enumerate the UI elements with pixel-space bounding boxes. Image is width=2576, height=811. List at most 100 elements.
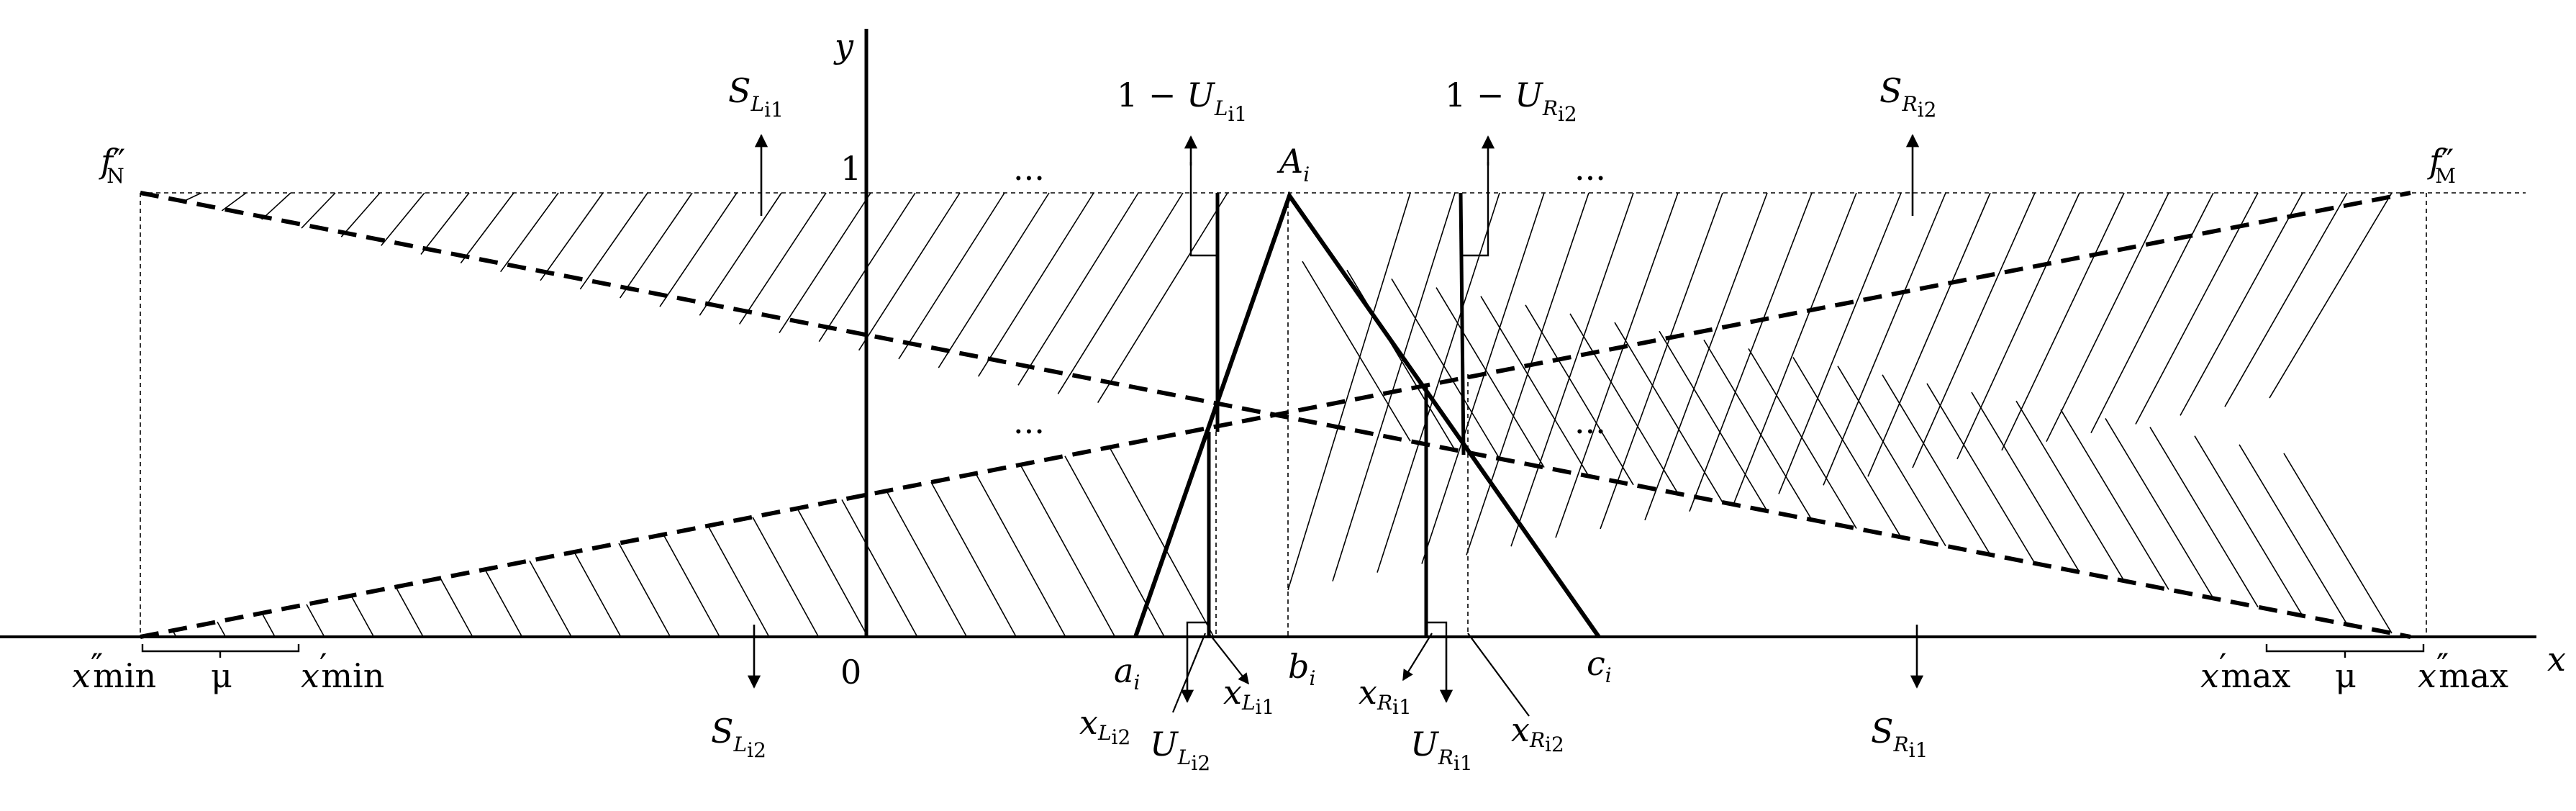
hatch-stroke bbox=[1436, 287, 1545, 468]
label-fM: f″M bbox=[2427, 142, 2456, 188]
hatch-stroke bbox=[261, 612, 276, 638]
hatch-stroke bbox=[500, 192, 559, 273]
hatch-stroke bbox=[1926, 383, 2036, 564]
y-axis-label: y bbox=[833, 27, 854, 65]
hatch-stroke bbox=[340, 192, 381, 237]
hatch-stroke bbox=[306, 604, 325, 638]
bracket-UR-top bbox=[1462, 162, 1489, 257]
hatch-stroke bbox=[2135, 192, 2259, 425]
hatch-stroke bbox=[1792, 357, 1902, 538]
hatch-stroke bbox=[1057, 192, 1184, 394]
label-one-minus-UL-i1: 1 − ULi1 bbox=[1117, 76, 1247, 126]
hatch-stroke bbox=[1287, 192, 1411, 591]
hatch-stroke bbox=[707, 525, 770, 638]
ellipsis-mid-right: ... bbox=[1574, 402, 1606, 441]
hatch-stroke bbox=[1332, 192, 1456, 581]
label-xmin-single: x′min bbox=[301, 646, 384, 695]
hatch-stroke bbox=[540, 192, 604, 281]
hatch-stroke bbox=[1302, 260, 1411, 442]
hatch-stroke bbox=[460, 192, 514, 264]
label-SR-i2: SRi2 bbox=[1879, 71, 1936, 122]
hatch-stroke bbox=[1837, 366, 1946, 547]
brace-mu-left bbox=[141, 644, 300, 658]
hatch-stroke bbox=[2239, 444, 2348, 625]
hatch-region-left bbox=[172, 192, 1228, 638]
hatch-stroke bbox=[2001, 192, 2125, 451]
label-xR-i1: xRi1 bbox=[1359, 673, 1412, 719]
label-mu-left: μ bbox=[211, 656, 232, 695]
hatch-stroke bbox=[663, 534, 720, 638]
hatch-stroke bbox=[1555, 192, 1679, 538]
label-Ai: Ai bbox=[1276, 142, 1310, 186]
hatch-stroke bbox=[1600, 192, 1723, 530]
hatch-stroke bbox=[1480, 296, 1589, 477]
label-xL-i1: xLi1 bbox=[1223, 673, 1274, 719]
hatch-stroke bbox=[1748, 348, 1857, 529]
hatch-stroke bbox=[1659, 330, 1768, 512]
hatch-stroke bbox=[2269, 192, 2393, 399]
hatch-stroke bbox=[618, 543, 671, 638]
one-label: 1 bbox=[840, 149, 861, 188]
hatch-stroke bbox=[484, 568, 523, 638]
hatch-stroke bbox=[699, 192, 782, 316]
hatch-stroke bbox=[1867, 192, 1991, 477]
hatch-stroke bbox=[261, 192, 291, 220]
label-xmin-double: x″min bbox=[72, 646, 156, 695]
hatch-stroke bbox=[858, 192, 961, 351]
hatch-stroke bbox=[619, 192, 693, 299]
hatch-stroke bbox=[350, 595, 375, 638]
origin-label: 0 bbox=[840, 653, 861, 692]
arrow-xR2 bbox=[1467, 633, 1530, 717]
hatch-stroke bbox=[301, 192, 336, 229]
hatch-stroke bbox=[1391, 278, 1500, 459]
hatch-stroke bbox=[440, 578, 473, 638]
hatch-stroke bbox=[1971, 391, 2080, 573]
bracket-UL-bottom bbox=[1186, 621, 1209, 637]
hatch-stroke bbox=[1703, 339, 1813, 520]
hatch-stroke bbox=[1569, 313, 1679, 494]
hatch-stroke bbox=[975, 473, 1066, 638]
ellipsis-top-right: ... bbox=[1574, 149, 1606, 188]
hatch-region-right bbox=[1287, 192, 2393, 634]
hatch-stroke bbox=[2090, 192, 2214, 433]
hatch-stroke bbox=[1823, 192, 1946, 486]
hatch-stroke bbox=[395, 586, 424, 638]
hatch-stroke bbox=[1614, 322, 1723, 503]
hatch-stroke bbox=[659, 192, 738, 307]
hatch-stroke bbox=[1421, 192, 1545, 564]
hatch-stroke bbox=[1956, 192, 2080, 460]
label-UL-i2: ULi2 bbox=[1150, 725, 1210, 775]
hatch-stroke bbox=[573, 551, 622, 638]
ellipsis-mid-left: ... bbox=[1013, 402, 1045, 441]
hatch-stroke bbox=[2046, 192, 2169, 443]
hatch-stroke bbox=[1097, 192, 1228, 404]
arrow-xL1 bbox=[1208, 633, 1249, 685]
hatch-stroke bbox=[898, 192, 1005, 360]
label-ai: ai bbox=[1114, 651, 1140, 694]
hatch-stroke bbox=[738, 192, 827, 325]
hatch-stroke bbox=[1109, 447, 1215, 638]
hatch-stroke bbox=[2149, 427, 2259, 607]
hatch-stroke bbox=[2283, 453, 2393, 634]
label-SR-i1: SRi1 bbox=[1871, 712, 1928, 762]
label-xL-i2: xLi2 bbox=[1079, 703, 1130, 749]
dashed-line-xmin-to-fM bbox=[140, 191, 2411, 639]
hatch-stroke bbox=[1017, 192, 1139, 386]
vertical-UR-upper bbox=[1459, 192, 1466, 456]
x-axis-label: x bbox=[2547, 640, 2566, 679]
hatch-stroke bbox=[2194, 435, 2303, 617]
label-mu-right: μ bbox=[2335, 656, 2357, 695]
label-xmax-single: x′max bbox=[2200, 646, 2290, 695]
bracket-UL-top bbox=[1189, 162, 1217, 257]
hatch-stroke bbox=[977, 192, 1094, 377]
label-xR-i2: xRi2 bbox=[1511, 710, 1564, 756]
hatch-stroke bbox=[1882, 374, 1991, 556]
label-ci: ci bbox=[1587, 644, 1612, 687]
hatch-stroke bbox=[930, 481, 1017, 638]
label-SL-i1: SLi1 bbox=[728, 71, 784, 122]
hatch-stroke bbox=[2224, 192, 2348, 407]
label-one-minus-UR-i2: 1 − URi2 bbox=[1445, 76, 1577, 126]
hatch-stroke bbox=[1644, 192, 1768, 521]
